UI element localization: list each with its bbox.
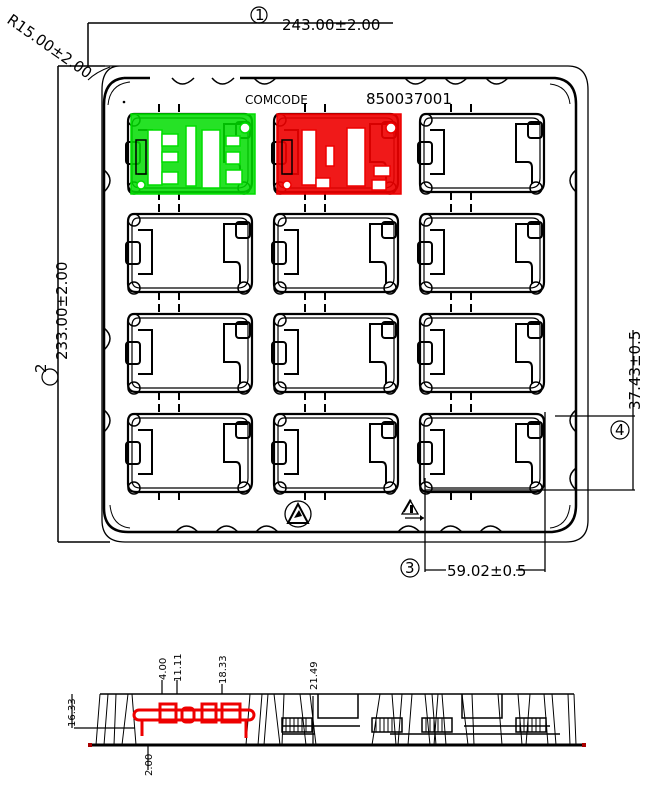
pcb-green (130, 113, 256, 195)
pitch-y-value: 37.43±0.5 (626, 331, 644, 410)
pocket-r1-c3 (416, 102, 546, 202)
pocket-r2-c1 (124, 202, 254, 302)
pitch-x-value: 59.02±0.5 (447, 562, 526, 580)
pitch-x-dimension: 3 59.02±0.5 (400, 412, 546, 580)
side-view: 4.00 11.11 18.33 21.49 16.33 2.00 (67, 653, 586, 776)
pocket-r3-c2 (270, 302, 400, 402)
dim-4-00: 4.00 (158, 658, 169, 680)
bottom-scallops (175, 525, 503, 533)
pcb-red (276, 113, 402, 195)
side-dimensions: 4.00 11.11 18.33 21.49 16.33 2.00 (67, 653, 320, 776)
callout-4-label: 4 (615, 421, 625, 439)
pitch-y-dimension: 4 37.43±0.5 (425, 330, 644, 491)
dim-18-33: 18.33 (218, 655, 229, 684)
width-value: 243.00±2.00 (282, 16, 380, 34)
comcode-label: COMCODE (245, 93, 308, 107)
pcb-side-red (132, 702, 256, 738)
pocket-r4-c1 (124, 402, 254, 502)
tray-inner-rim (102, 76, 578, 534)
pocket-r2-c2 (270, 202, 400, 302)
pocket-r2-c3 (416, 202, 546, 302)
height-dimension: 2 233.00±2.00 (32, 65, 110, 543)
callout-4-icon (610, 420, 630, 440)
top-view: 1 243.00±2.00 2 233.00±2.00 R15.00±2.00 (4, 6, 644, 580)
radius-dimension: R15.00±2.00 (4, 11, 111, 83)
pocket-r4-c3 (416, 402, 546, 502)
callout-1-label: 1 (255, 6, 265, 24)
callout-1-icon (250, 6, 268, 24)
callout-3-label: 3 (405, 559, 415, 577)
esd-warning-icon (284, 500, 312, 528)
part-number: 850037001 (366, 90, 452, 108)
tray-outer-outline (101, 65, 589, 543)
pocket-r3-c1 (124, 302, 254, 402)
width-dimension: 1 243.00±2.00 (87, 6, 393, 66)
dim-2-00: 2.00 (144, 754, 155, 776)
dim-11-11: 11.11 (173, 653, 184, 682)
pocket-r4-c2 (270, 402, 400, 502)
height-value: 233.00±2.00 (53, 262, 71, 360)
top-scallops (171, 77, 509, 85)
pocket-r3-c3 (416, 302, 546, 402)
dim-21-49: 21.49 (309, 661, 320, 690)
dim-16-33: 16.33 (67, 698, 78, 727)
recycle-icon (400, 498, 424, 521)
callout-2-label: 2 (32, 363, 50, 373)
radius-value: R15.00±2.00 (4, 11, 96, 83)
callout-2-icon (41, 368, 59, 386)
callout-3-icon (400, 558, 420, 578)
